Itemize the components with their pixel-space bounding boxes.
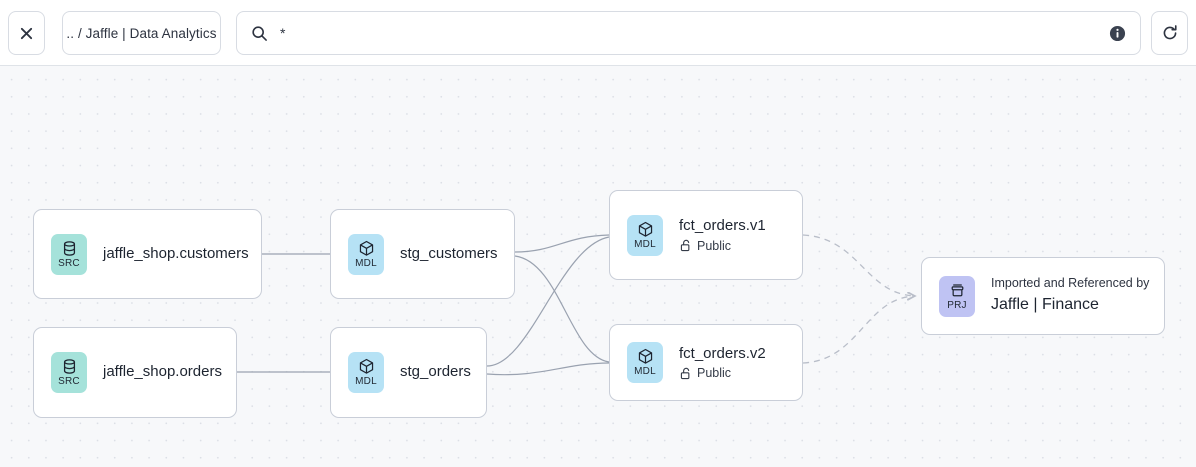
close-icon: [20, 27, 33, 39]
search-value[interactable]: *: [280, 25, 286, 41]
breadcrumb-label: .. / Jaffle | Data Analytics: [66, 25, 217, 41]
node-title: fct_orders.v1: [679, 217, 766, 235]
unlock-icon: [680, 240, 690, 252]
node-title: jaffle_shop.orders: [103, 363, 222, 381]
cube-icon: [638, 348, 652, 364]
cube-icon: [359, 358, 373, 374]
node-stg-customers[interactable]: MDL stg_customers: [330, 209, 515, 299]
node-body: fct_orders.v2 Public: [679, 345, 766, 381]
node-badge-src: SRC: [51, 233, 87, 275]
node-title: jaffle_shop.customers: [103, 244, 249, 262]
edge-stgcustomers-v1: [514, 234, 610, 253]
refresh-icon: [1163, 25, 1177, 40]
node-visibility-label: Public: [697, 366, 732, 381]
close-button[interactable]: [8, 11, 45, 55]
node-badge-label: SRC: [58, 257, 80, 269]
node-badge-mdl: MDL: [348, 352, 384, 393]
node-title: stg_orders: [400, 363, 471, 381]
database-icon: [63, 240, 75, 256]
node-badge-prj: PRJ: [939, 275, 975, 317]
node-body: Imported and Referenced by Jaffle | Fina…: [991, 276, 1149, 316]
info-icon[interactable]: [1109, 25, 1126, 42]
node-body: stg_orders: [400, 363, 471, 382]
cube-icon: [638, 221, 652, 237]
node-badge-mdl: MDL: [348, 233, 384, 275]
node-title: stg_customers: [400, 244, 498, 262]
edge-v1-project: [802, 234, 915, 296]
unlock-icon: [680, 367, 690, 379]
node-fct-orders-v2[interactable]: MDL fct_orders.v2 Public: [609, 324, 803, 401]
node-badge-src: SRC: [51, 352, 87, 393]
search-icon: [251, 25, 268, 42]
node-body: jaffle_shop.customers: [103, 245, 249, 264]
node-badge-label: MDL: [634, 366, 656, 377]
node-title: fct_orders.v2: [679, 344, 766, 362]
cube-icon: [359, 240, 373, 256]
node-badge-mdl: MDL: [627, 214, 663, 256]
node-body: fct_orders.v1 Public: [679, 217, 766, 253]
database-icon: [63, 359, 75, 374]
edge-stgcustomers-v2: [514, 255, 610, 363]
edge-stgorders-v2: [486, 362, 610, 376]
node-overline: Imported and Referenced by: [991, 276, 1150, 291]
node-body: jaffle_shop.orders: [103, 363, 222, 382]
node-visibility: Public: [679, 366, 766, 380]
node-visibility-label: Public: [697, 238, 732, 253]
project-icon: [951, 283, 963, 296]
breadcrumb[interactable]: .. / Jaffle | Data Analytics: [62, 11, 221, 55]
edge-v2-project: [802, 296, 915, 364]
toolbar: .. / Jaffle | Data Analytics *: [0, 0, 1196, 66]
node-stg-orders[interactable]: MDL stg_orders: [330, 327, 487, 418]
node-jaffle-finance-project[interactable]: PRJ Imported and Referenced by Jaffle | …: [921, 257, 1165, 335]
node-badge-mdl: MDL: [627, 342, 663, 383]
node-fct-orders-v1[interactable]: MDL fct_orders.v1 Public: [609, 190, 803, 280]
node-visibility: Public: [679, 239, 766, 253]
edge-group-dashed: [802, 234, 915, 364]
search-input[interactable]: *: [236, 11, 1141, 55]
refresh-button[interactable]: [1151, 11, 1188, 55]
node-badge-label: MDL: [634, 238, 656, 250]
node-badge-label: SRC: [58, 376, 80, 387]
node-title: Jaffle | Finance: [991, 296, 1099, 314]
node-badge-label: MDL: [355, 376, 377, 387]
node-body: stg_customers: [400, 245, 498, 264]
node-badge-label: PRJ: [947, 299, 967, 311]
node-badge-label: MDL: [355, 257, 377, 269]
node-jaffle-shop-customers[interactable]: SRC jaffle_shop.customers: [33, 209, 262, 299]
node-jaffle-shop-orders[interactable]: SRC jaffle_shop.orders: [33, 327, 237, 418]
graph-canvas[interactable]: SRC jaffle_shop.customers SRC jaffle_sho…: [0, 66, 1196, 467]
